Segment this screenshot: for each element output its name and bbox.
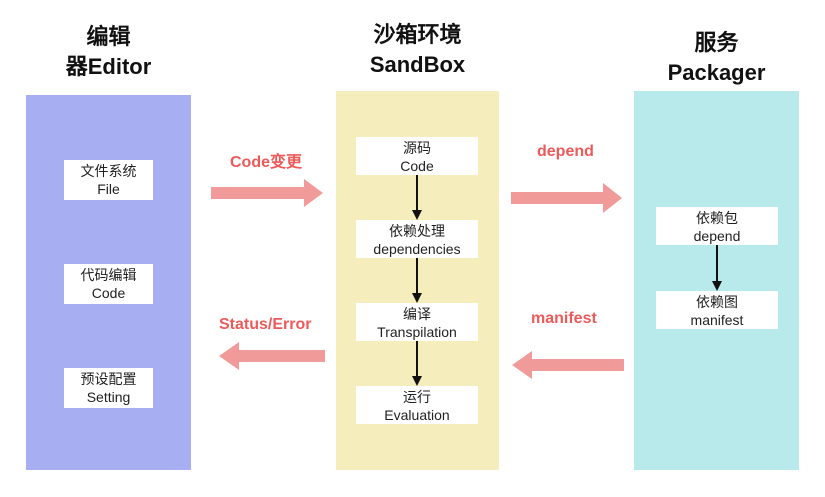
- sandbox-title: 沙箱环境 SandBox: [336, 20, 499, 80]
- editor-box-code-en: Code: [91, 285, 126, 301]
- packager-box-depend: 依赖包 depend: [656, 207, 778, 245]
- sandbox-title-line2: SandBox: [369, 52, 466, 77]
- packager-title-line1: 服务: [694, 30, 739, 55]
- packager-title-line2: Packager: [667, 60, 766, 85]
- packager-flow-head: [712, 281, 722, 291]
- sandbox-box-evaluation: 运行 Evaluation: [356, 386, 478, 424]
- sandbox-box-code-en: Code: [400, 158, 434, 174]
- packager-box-depend-en: depend: [693, 228, 741, 244]
- sandbox-box-dependencies-en: dependencies: [373, 241, 461, 257]
- flow-label-depend: depend: [537, 143, 594, 160]
- flow-label-status-error: Status/Error: [219, 316, 312, 333]
- sandbox-box-transpilation-zh: 编译: [403, 306, 431, 322]
- sandbox-box-code-zh: 源码: [403, 140, 431, 156]
- sandbox-flow-head-2: [412, 293, 422, 303]
- editor-title-line2: 器Editor: [65, 54, 152, 79]
- editor-box-code: 代码编辑 Code: [64, 264, 153, 304]
- sandbox-box-transpilation: 编译 Transpilation: [356, 303, 478, 341]
- sandbox-box-evaluation-zh: 运行: [403, 389, 431, 405]
- flow-label-manifest: manifest: [531, 310, 597, 327]
- editor-box-setting-en: Setting: [86, 389, 131, 405]
- editor-box-setting-zh: 预设配置: [80, 371, 137, 387]
- editor-box-code-zh: 代码编辑: [80, 267, 137, 283]
- editor-title-line1: 编辑: [86, 24, 131, 49]
- sandbox-flow-head-3: [412, 376, 422, 386]
- sandbox-box-dependencies: 依赖处理 dependencies: [356, 220, 478, 258]
- packager-box-manifest: 依赖图 manifest: [656, 291, 778, 329]
- packager-box-depend-zh: 依赖包: [696, 210, 738, 226]
- sandbox-flow-head-1: [412, 210, 422, 220]
- arrow-manifest: [512, 351, 624, 379]
- sandbox-box-dependencies-zh: 依赖处理: [389, 223, 445, 239]
- arrow-depend: [511, 183, 622, 213]
- editor-box-setting: 预设配置 Setting: [64, 368, 153, 408]
- packager-box-manifest-en: manifest: [690, 312, 744, 328]
- editor-box-file-zh: 文件系统: [80, 163, 137, 179]
- packager-title: 服务 Packager: [634, 28, 799, 88]
- sandbox-box-transpilation-en: Transpilation: [377, 324, 457, 340]
- editor-title: 编辑 器Editor: [26, 22, 191, 82]
- sandbox-box-code: 源码 Code: [356, 137, 478, 175]
- arrow-code-change: [211, 179, 323, 207]
- editor-box-file-en: File: [97, 181, 120, 197]
- packager-box-manifest-zh: 依赖图: [696, 294, 738, 310]
- flow-label-code-change: Code变更: [230, 154, 303, 171]
- arrow-status-error: [219, 342, 325, 370]
- editor-box-file: 文件系统 File: [64, 160, 153, 200]
- sandbox-title-line1: 沙箱环境: [373, 22, 462, 47]
- sandbox-box-evaluation-en: Evaluation: [384, 407, 450, 423]
